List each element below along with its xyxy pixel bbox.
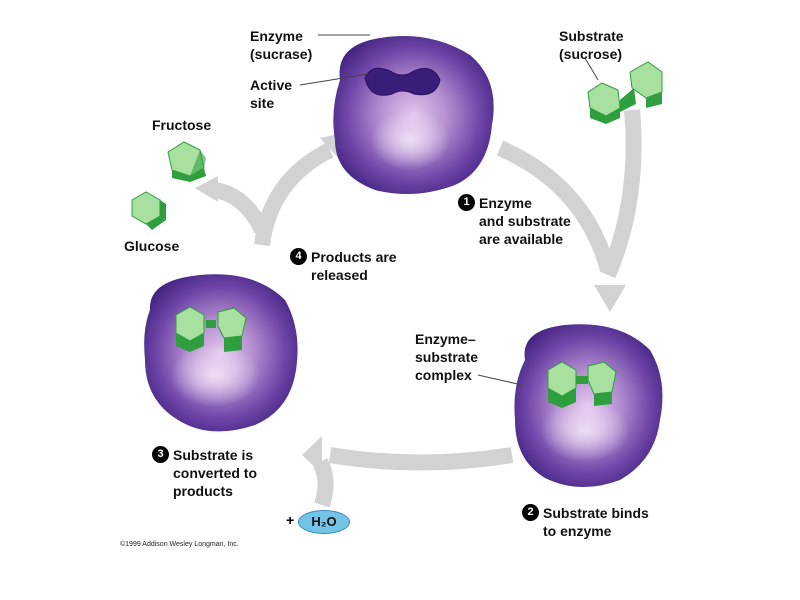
arrow-substrate-in (608, 110, 634, 275)
water-molecule-badge: H₂O (298, 510, 350, 534)
enzyme-label-line2: (sucrase) (250, 45, 312, 63)
step-3-line3: products (152, 482, 257, 500)
fructose-label: Fructose (152, 116, 211, 134)
active-site-label-line2: site (250, 94, 292, 112)
glucose-label: Glucose (124, 237, 179, 255)
water-plus: + (286, 512, 294, 528)
step-2-line2: to enzyme (522, 522, 649, 540)
substrate-label-line2: (sucrose) (559, 45, 624, 63)
substrate-label-line1: Substrate (559, 27, 624, 45)
substrate-label: Substrate (sucrose) (559, 27, 624, 63)
complex-label: Enzyme– substrate complex (415, 330, 478, 384)
complex-label-line2: substrate (415, 348, 478, 366)
enzyme-with-products (144, 274, 297, 431)
enzyme-label: Enzyme (sucrase) (250, 27, 312, 63)
complex-label-line1: Enzyme– (415, 330, 478, 348)
enzyme-label-line1: Enzyme (250, 27, 312, 45)
fructose-molecule (168, 142, 206, 182)
active-site-label-line1: Active (250, 76, 292, 94)
step-3-line1: Substrate is (173, 447, 253, 463)
step-4-line2: released (290, 266, 397, 284)
step-3-number: 3 (152, 446, 169, 463)
step-1-line2: and substrate (458, 212, 571, 230)
step-2-number: 2 (522, 504, 539, 521)
step-3-line2: converted to (152, 464, 257, 482)
step-1-number: 1 (458, 194, 475, 211)
arrowhead-bottom (302, 436, 322, 474)
enzyme-substrate-complex (514, 324, 662, 487)
copyright-notice: ©1999 Addison Wesley Longman, Inc. (120, 541, 239, 548)
arrowhead-right (594, 285, 626, 312)
step-4-number: 4 (290, 248, 307, 265)
arrow-right-to-bottom (330, 455, 512, 463)
step-1-line3: are available (458, 230, 571, 248)
active-site-label: Active site (250, 76, 292, 112)
step-4-line1: Products are (311, 249, 397, 265)
arrow-to-products (215, 190, 262, 230)
arrowhead-products (195, 176, 218, 202)
arrow-left-to-top (262, 150, 330, 245)
step-2-line1: Substrate binds (543, 505, 649, 521)
step-1-line1: Enzyme (479, 195, 532, 211)
glucose-molecule (132, 192, 166, 230)
complex-label-line3: complex (415, 366, 478, 384)
enzyme-top (333, 36, 493, 194)
